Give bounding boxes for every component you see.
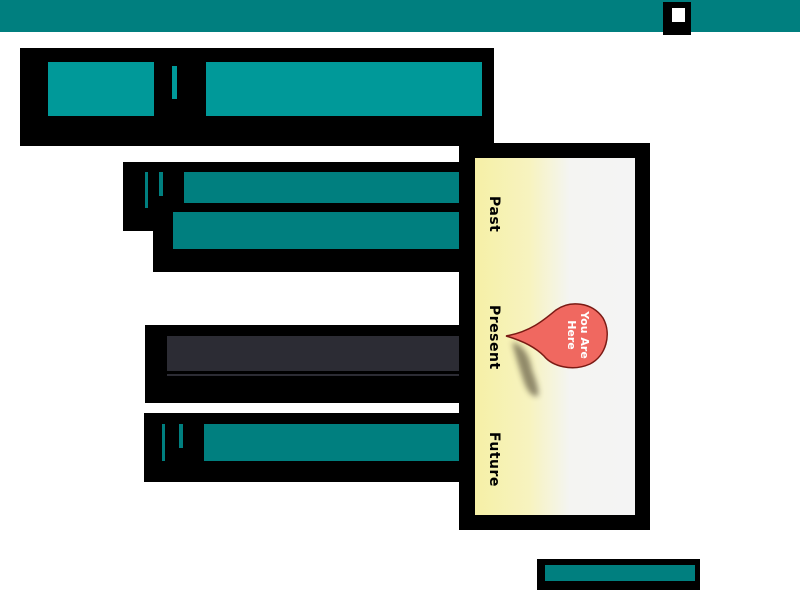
card-4-tick-2 (179, 424, 183, 448)
marker-text-line-2: Here (565, 320, 578, 350)
bottom-button-fill (545, 565, 695, 581)
card-2-tick-1 (145, 172, 148, 208)
timeline-label-present: Present (486, 305, 502, 370)
timeline-label-past: Past (486, 196, 502, 233)
card-3-underline (167, 374, 461, 376)
card-1-right-panel (206, 62, 482, 116)
window-button[interactable] (663, 2, 691, 35)
card-1-divider (172, 66, 177, 99)
marker-text-line-1: You Are (578, 310, 591, 359)
card-3-bar (167, 336, 461, 371)
card-2-tick-2 (159, 172, 163, 196)
timeline-label-future: Future (486, 432, 502, 487)
card-4-tick-1 (162, 424, 165, 461)
card-1-left-panel (48, 62, 154, 116)
card-2-bar-top (184, 172, 461, 203)
marker-bubble (505, 303, 608, 369)
marker-shadow (512, 342, 539, 397)
window-button-icon (672, 8, 685, 22)
card-4-bar (204, 424, 461, 461)
card-2-bar-bottom (173, 212, 461, 249)
location-pin-icon: You Are Here (505, 303, 608, 397)
